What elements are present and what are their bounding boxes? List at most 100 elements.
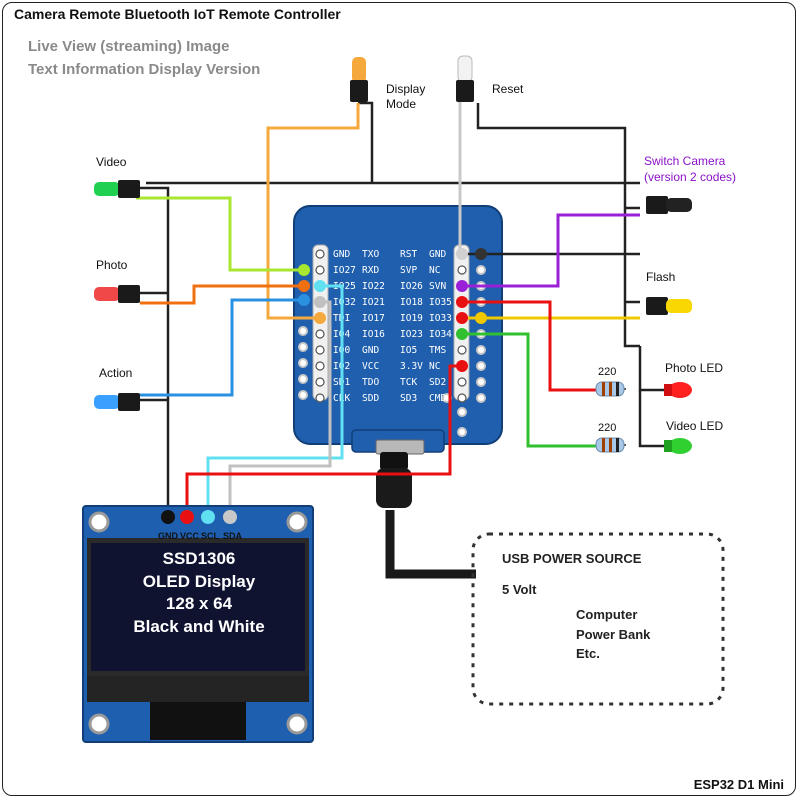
pin-label: IO21 — [362, 297, 385, 308]
pin-marker — [456, 280, 468, 292]
pin-marker — [456, 328, 468, 340]
switch-camera-label: Switch Camera — [644, 154, 726, 168]
button-video — [94, 180, 140, 198]
pin-label: GND — [429, 249, 446, 260]
pin-label: VCC — [362, 361, 379, 372]
pin-marker — [456, 248, 468, 260]
pin-label: RXD — [362, 265, 379, 276]
pin-marker — [314, 280, 326, 292]
oled-line-4: Black and White — [133, 616, 265, 636]
flash-label: Flash — [646, 270, 676, 284]
pin-label: TDO — [362, 377, 379, 388]
pin-label: IO34 — [429, 329, 452, 340]
oled-pin-label: VCC — [180, 531, 200, 541]
pin-label: IO19 — [400, 313, 423, 324]
subtitle-line-2: Text Information Display Version — [28, 61, 261, 78]
oled-pin-label: SDA — [223, 531, 243, 541]
wire-scl — [206, 284, 344, 516]
pin-label: IO25 — [333, 281, 356, 292]
oled-pin-label: GND — [158, 531, 179, 541]
pin-label: IO33 — [429, 313, 452, 324]
wire-vcc — [185, 364, 462, 516]
display-mode-label-2: Mode — [386, 97, 417, 111]
usb-source-item: Power Bank — [576, 627, 651, 642]
video-label: Video — [96, 155, 127, 169]
reset-label: Reset — [492, 82, 524, 96]
switch-camera-version-label: (version 2 codes) — [644, 170, 737, 184]
pin-label: GND — [362, 345, 379, 356]
oled-line-2: OLED Display — [142, 571, 256, 591]
pin-marker — [298, 294, 310, 306]
photo-led-label: Photo LED — [665, 361, 724, 375]
esp32-board: GND IO27 IO25 IO32 TDI IO4 IO0 IO2 SD1 C… — [293, 205, 503, 455]
pin-label: IO16 — [362, 329, 385, 340]
pin-marker — [456, 312, 468, 324]
photo-label: Photo — [96, 258, 128, 272]
button-action — [94, 393, 140, 411]
pin-label: IO23 — [400, 329, 423, 340]
pin-label: IO32 — [333, 297, 356, 308]
pin-marker — [298, 264, 310, 276]
pin-label: IO26 — [400, 281, 423, 292]
wire-video — [136, 196, 304, 272]
resistor-photo-value: 220 — [598, 366, 616, 378]
resistor-video-value: 220 — [598, 422, 616, 434]
pin-marker — [456, 360, 468, 372]
wire-display-mode — [266, 103, 360, 320]
button-display-mode — [350, 57, 368, 102]
ground-wires — [138, 101, 672, 512]
wire-video-led — [462, 332, 600, 448]
wire-photo — [140, 284, 304, 305]
pin-marker — [475, 312, 487, 324]
video-led-icon — [664, 438, 692, 454]
usb-cable — [376, 452, 476, 579]
pin-label: IO5 — [400, 345, 417, 356]
button-reset — [456, 55, 474, 102]
board-name: ESP32 D1 Mini — [693, 777, 784, 792]
pin-label: IO35 — [429, 297, 452, 308]
pin-label: IO22 — [362, 281, 385, 292]
pin-label: SVN — [429, 281, 446, 292]
pin-label: IO17 — [362, 313, 385, 324]
pin-label: SD2 — [429, 377, 446, 388]
oled-module: GND VCC SCL SDA — [82, 505, 314, 743]
pin-label: IO18 — [400, 297, 423, 308]
wire-switch-camera — [462, 213, 640, 288]
button-flash — [646, 297, 692, 315]
pin-label: TMS — [429, 345, 446, 356]
pin-label: NC — [429, 265, 440, 276]
button-photo — [94, 285, 140, 303]
display-mode-label: Display — [386, 82, 426, 96]
oled-line-1: SSD1306 — [162, 549, 236, 568]
oled-line-3: 128 x 64 — [165, 594, 233, 613]
pin-label: RST — [400, 249, 417, 260]
wire-action — [140, 298, 304, 397]
pin-label: NC — [429, 361, 440, 372]
pin-label: SDD — [362, 393, 379, 404]
pin-label: SD3 — [400, 393, 417, 404]
wire-sda — [228, 300, 332, 516]
usb-voltage: 5 Volt — [502, 582, 537, 597]
pin-label: IO27 — [333, 265, 356, 276]
pin-marker — [456, 296, 468, 308]
oled-pin-label: SCL — [201, 531, 220, 541]
subtitle-line-1: Live View (streaming) Image — [28, 38, 230, 55]
pin-label: 3.3V — [400, 361, 423, 372]
button-switch-camera — [646, 196, 692, 214]
pin-label: TXO — [362, 249, 379, 260]
pin-marker — [314, 296, 326, 308]
diagram-title: Camera Remote Bluetooth IoT Remote Contr… — [14, 6, 341, 22]
pin-label: CMD — [429, 393, 446, 404]
usb-source-item: Computer — [576, 607, 638, 622]
pin-label: SVP — [400, 265, 417, 276]
oled-screen-text: SSD1306 OLED Display 128 x 64 Black and … — [92, 548, 306, 638]
wire-photo-led — [462, 300, 600, 392]
pin-label: TCK — [400, 377, 417, 388]
usb-power-box — [471, 532, 725, 706]
resistor-photo — [595, 381, 626, 397]
pin-marker — [314, 312, 326, 324]
photo-led-icon — [664, 382, 692, 398]
video-led-label: Video LED — [666, 419, 724, 433]
